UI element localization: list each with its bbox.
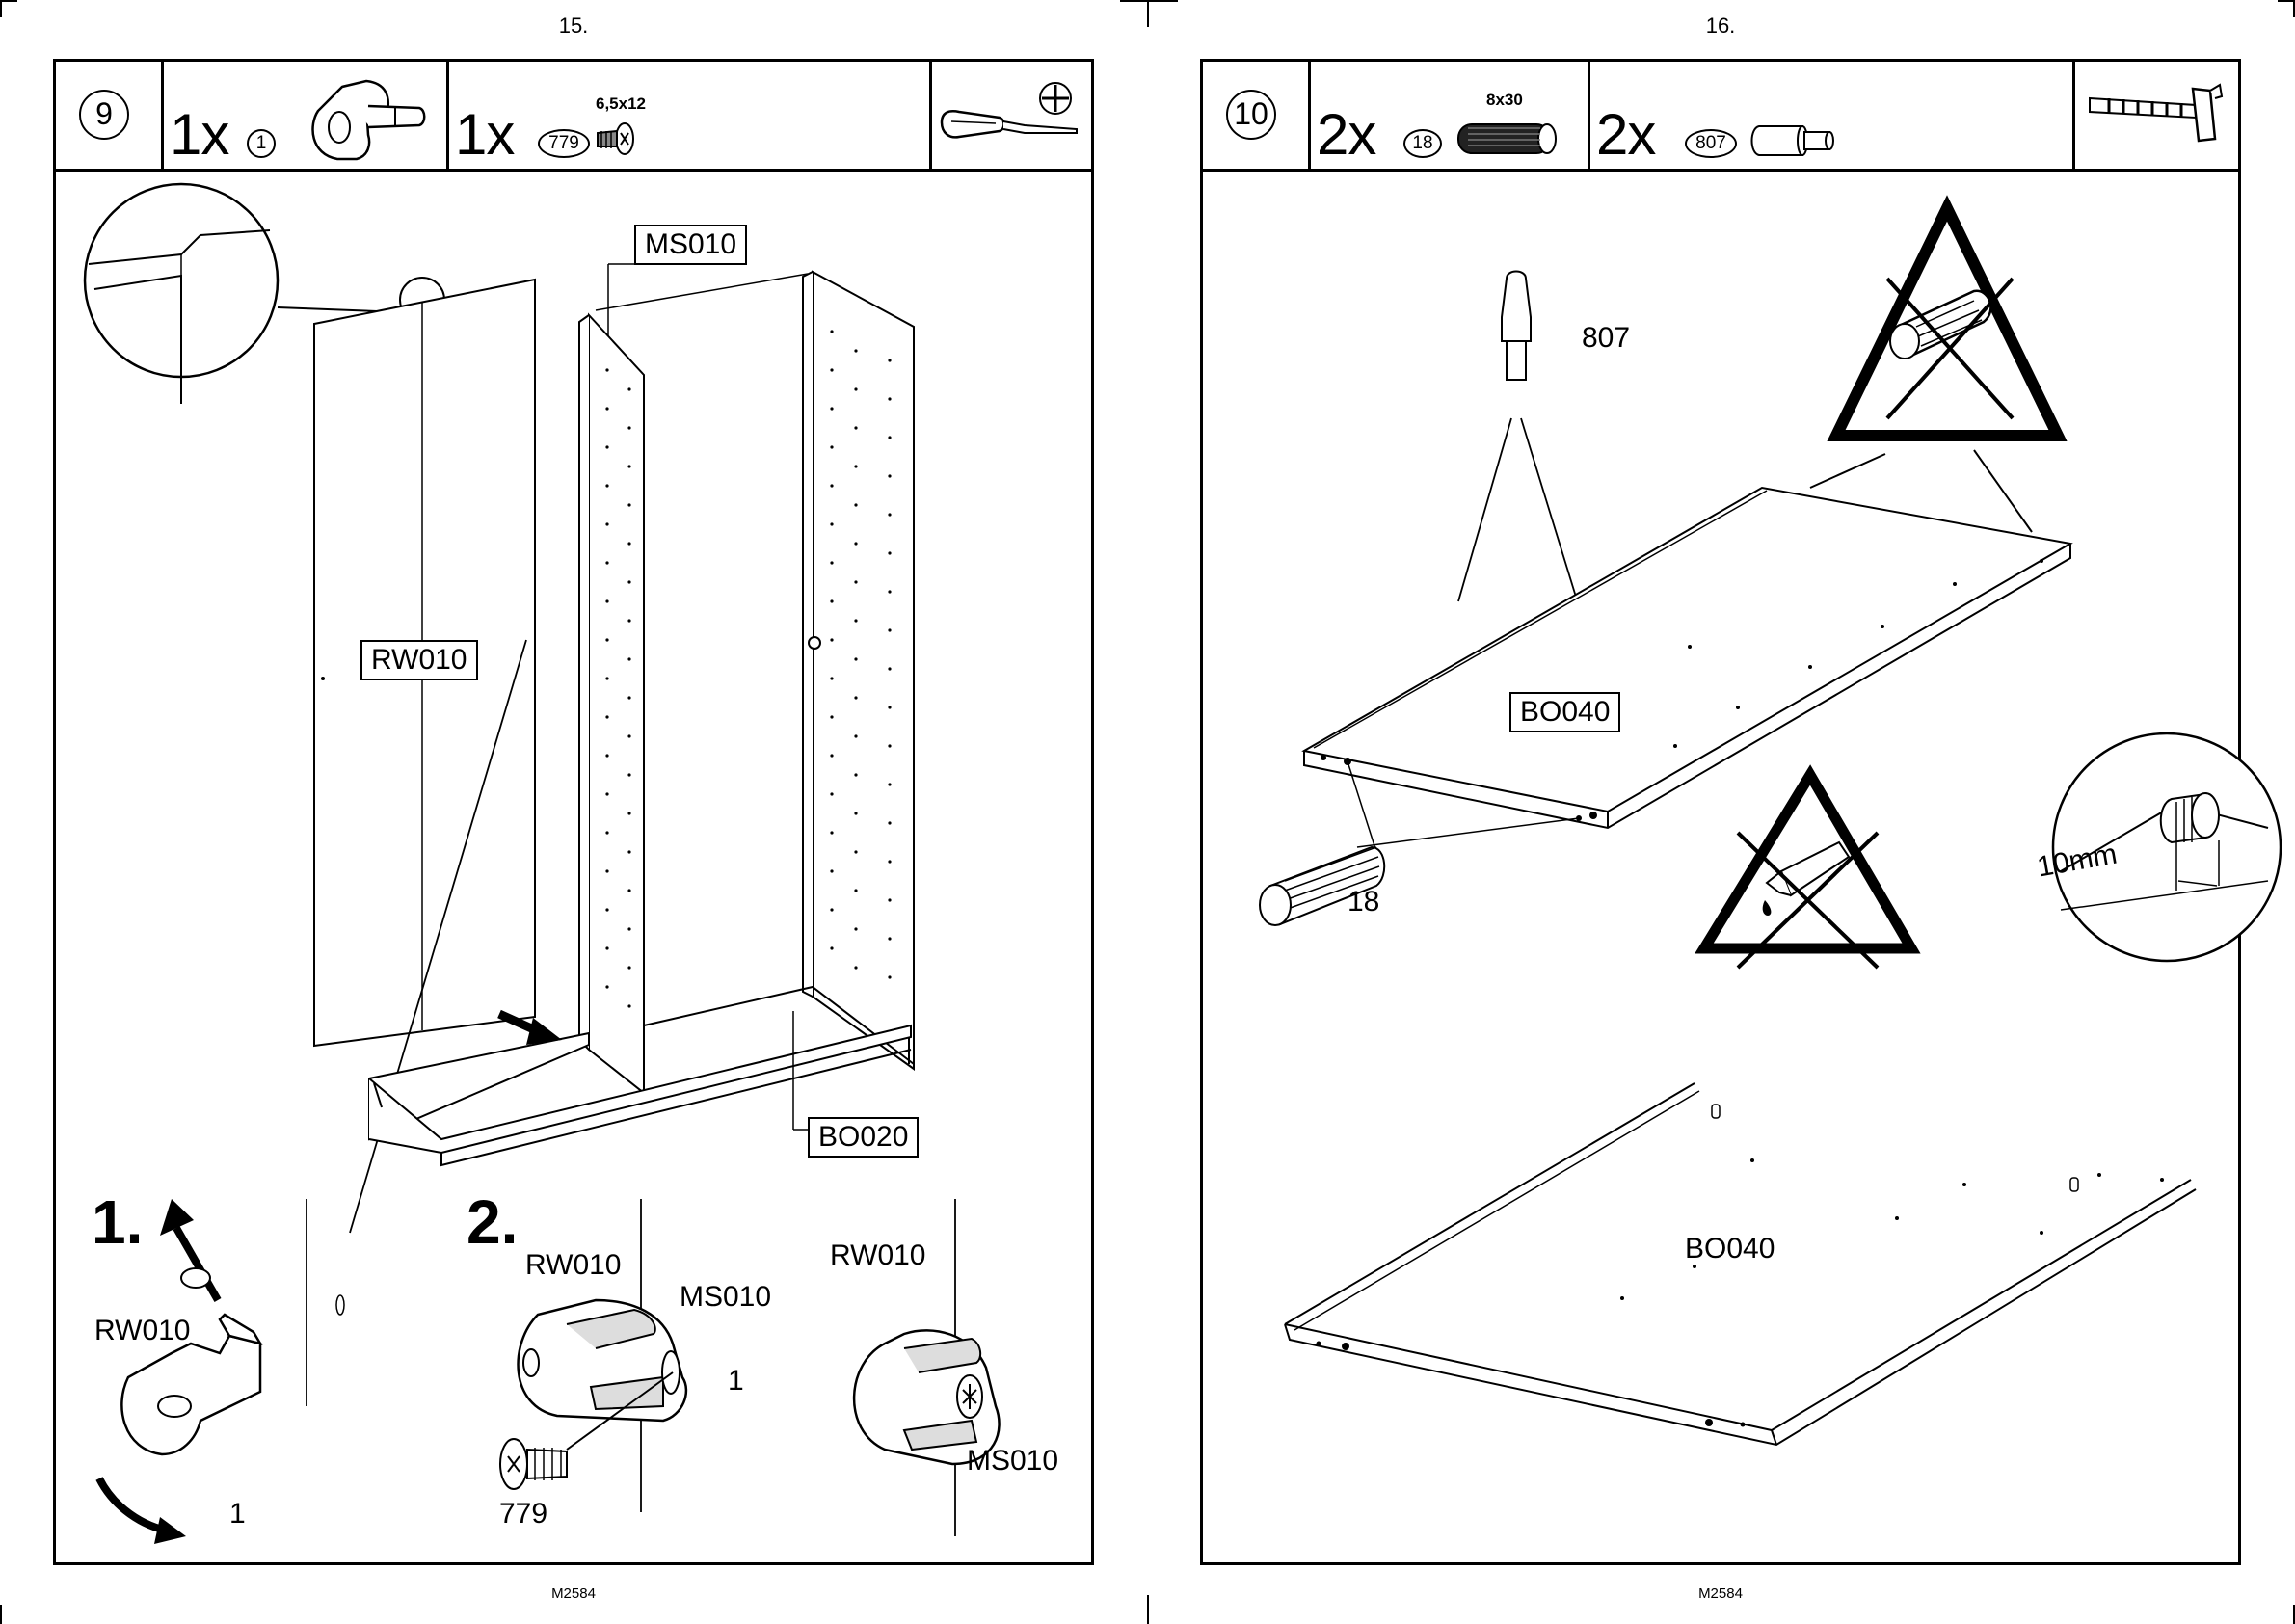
- sub-1-label-rw010: RW010: [94, 1315, 191, 1347]
- no-glue-icon: [1704, 775, 1911, 968]
- label-rw010: RW010: [360, 640, 478, 680]
- step-10-panel: 10 2x 18 8x30 2x 807: [1200, 59, 2241, 1565]
- sub-2-label-screw: 779: [499, 1498, 547, 1531]
- sub-step-2-number: 2.: [467, 1191, 518, 1253]
- sub-1-label-part: 1: [229, 1498, 246, 1531]
- sub-step-1-number: 1.: [92, 1191, 143, 1253]
- label-bo020: BO020: [808, 1117, 919, 1158]
- footer-code-left: M2584: [477, 1585, 670, 1602]
- sub-3-label-rw010: RW010: [830, 1239, 926, 1272]
- footer-code-right: M2584: [1624, 1585, 1817, 1602]
- sub-2-label-rw010: RW010: [525, 1249, 622, 1282]
- label-bo040: BO040: [1509, 692, 1620, 732]
- page-number-right: 16.: [1663, 13, 1778, 39]
- step-9-illustration: [56, 62, 1097, 1568]
- page-number-left: 15.: [516, 13, 631, 39]
- label-ms010: MS010: [634, 225, 747, 265]
- step-10-illustration: [1203, 62, 2244, 1568]
- board-bo040-top: [1304, 450, 2070, 852]
- sub-2-label-ms010: MS010: [680, 1281, 771, 1314]
- step-9-panel: 9 1x 1 1x 779 6,5x12: [53, 59, 1094, 1565]
- label-dowel-18: 18: [1348, 886, 1379, 918]
- sub-2-label-part: 1: [728, 1365, 744, 1398]
- no-hammer-on-dowel-icon: [1836, 208, 2058, 436]
- sub-figure-2: [500, 1199, 686, 1512]
- label-bo040-bottom: BO040: [1685, 1233, 1775, 1265]
- sub-3-label-ms010: MS010: [967, 1445, 1058, 1478]
- label-pin-807: 807: [1582, 322, 1630, 355]
